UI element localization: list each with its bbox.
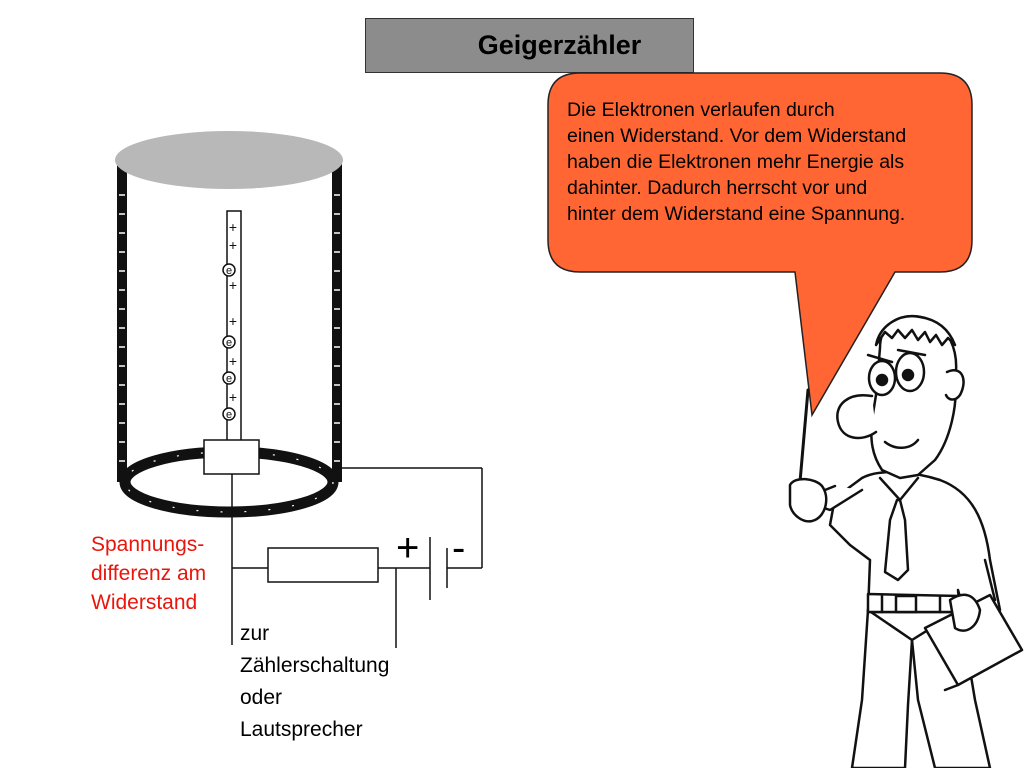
electron-marker [222,407,236,421]
electron-symbol: e [226,373,232,385]
tube-base-box [203,439,260,475]
page-title: Geigerzähler [365,18,694,73]
title-text: Geigerzähler [477,30,642,60]
electron-symbol: e [226,337,232,349]
output-label: zur Zählerschaltung oder Lautsprecher [240,622,390,741]
electron-marker [222,263,236,277]
positive-charge-symbol: + [229,219,237,235]
positive-charge-symbol: + [229,353,237,369]
electron-symbol: e [226,409,232,421]
positive-charge-symbol: + [229,389,237,405]
electron-symbol: e [226,265,232,277]
battery-minus-sign: - [452,526,466,570]
speech-bubble [547,72,973,418]
circuit-wiring [231,467,483,648]
battery-plus-sign: + [396,526,420,570]
voltage-difference-label: Spannungs- differenz am Widerstand [91,533,207,614]
positive-charge-symbol: + [229,277,237,293]
electron-marker [222,335,236,349]
geiger-tube: ++e++e+e+e [115,131,343,518]
positive-charge-symbol: + [229,237,237,253]
resistor [267,547,379,583]
teacher-figure [788,314,1024,768]
tube-cap [115,131,343,189]
positive-charge-symbol: + [229,313,237,329]
electron-marker [222,371,236,385]
speech-bubble-text: Die Elektronen verlaufen durch einen Wid… [567,99,907,225]
